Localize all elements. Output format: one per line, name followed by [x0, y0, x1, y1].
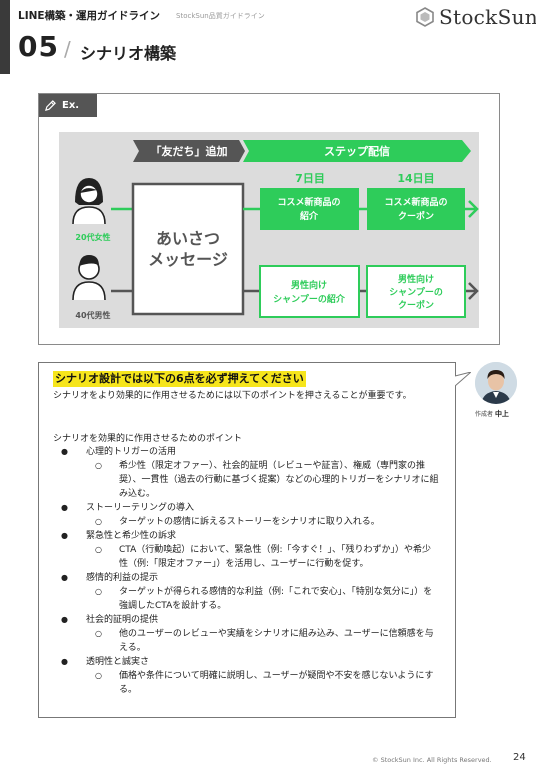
cosme-intro-line-2: 紹介: [300, 210, 319, 222]
section-title: シナリオ構築: [80, 44, 177, 63]
greeting-line-1: あいさつ: [156, 229, 220, 248]
point-item: ● 心理的トリガーの活用: [39, 445, 457, 459]
point-detail: ○ 希少性（限定オファー）、社会的証明（レビューや証言）、権威（専門家の推奨）、一…: [39, 459, 457, 501]
woman-label: 20代女性: [75, 232, 110, 242]
section-number: 05: [18, 30, 59, 63]
example-tag: Ex.: [39, 94, 97, 117]
bullet-hollow-icon: ○: [95, 671, 102, 680]
point-detail: ○ CTA（行動喚起）において、緊急性（例:「今すぐ！」、「残りわずか」）や希少性…: [39, 543, 457, 571]
point-item: ● 緊急性と希少性の訴求: [39, 529, 457, 543]
cosme-coupon-line-2: クーポン: [398, 210, 434, 222]
step-delivery-label: ステップ配信: [324, 144, 390, 158]
bullet-filled-icon: ●: [61, 573, 68, 582]
man-icon: [72, 255, 106, 301]
point-detail: ○ 価格や条件について明確に説明し、ユーザーが疑問や不安を感じないようにする。: [39, 669, 457, 697]
point-item: ● 透明性と誠実さ: [39, 655, 457, 669]
row2-arrow-icon: [468, 282, 479, 300]
bullet-hollow-icon: ○: [95, 629, 102, 638]
bullet-hollow-icon: ○: [95, 545, 102, 554]
author-caption: 作成者 中上: [475, 409, 525, 419]
point-title: 感情的利益の提示: [86, 573, 159, 583]
hexagon-logo-icon: [416, 7, 434, 27]
bullet-filled-icon: ●: [61, 503, 68, 512]
copyright: © StockSun Inc. All Rights Reserved.: [372, 756, 492, 764]
point-detail-text: 希少性（限定オファー）、社会的証明（レビューや証言）、権威（専門家の推奨）、一貫…: [119, 461, 439, 499]
cosme-intro-box: [260, 188, 359, 230]
day-7-label: 7日目: [295, 172, 325, 185]
day-14-label: 14日目: [397, 172, 434, 185]
greeting-message-box: [131, 182, 245, 316]
cosme-intro-line-1: コスメ新商品の: [277, 196, 340, 208]
page-number: 24: [513, 752, 526, 763]
point-detail-text: ターゲットの感情に訴えるストーリーをシナリオに取り入れる。: [119, 517, 380, 527]
document-subtitle: StockSun品質ガイドライン: [176, 12, 265, 20]
point-detail: ○ ターゲットが得られる感情的な利益（例:「これで安心」、「特別な気分に」）を強調…: [39, 585, 457, 613]
callout-heading: シナリオ設計では以下の6点を必ず押えてください: [53, 371, 306, 387]
author-prefix: 作成者: [475, 411, 494, 418]
bullet-filled-icon: ●: [61, 657, 68, 666]
point-detail-text: CTA（行動喚起）において、緊急性（例:「今すぐ！」、「残りわずか」）や希少性（…: [119, 545, 432, 569]
section-slash: /: [64, 37, 71, 61]
friend-add-banner: 「友だち」追加: [133, 140, 245, 162]
point-item: ● ストーリーテリングの導入: [39, 501, 457, 515]
point-title: 社会的証明の提供: [86, 615, 159, 625]
scenario-diagram: 「友だち」追加 ステップ配信 7日目 14日目 20代女性: [59, 132, 479, 328]
woman-icon: [72, 178, 106, 225]
author-avatar: [475, 362, 517, 404]
point-detail-text: 価格や条件について明確に説明し、ユーザーが疑問や不安を感じないようにする。: [119, 671, 434, 695]
point-detail-text: 他のユーザーのレビューや実績をシナリオに組み込み、ユーザーに信頼感を与える。: [119, 629, 434, 653]
shampoo-coupon-line-2: シャンプーの: [389, 286, 443, 298]
guideline-callout: シナリオ設計では以下の6点を必ず押えてください シナリオをより効果的に作用させる…: [38, 362, 456, 718]
bullet-hollow-icon: ○: [95, 587, 102, 596]
greeting-line-2: メッセージ: [148, 250, 228, 269]
shampoo-intro-box: [259, 265, 360, 318]
points-heading: シナリオを効果的に作用させるためのポイント: [53, 434, 243, 444]
example-panel: Ex. 「友だち」追加 ステップ配信 7日目 14日目 20代女性: [38, 93, 500, 345]
point-item: ● 社会的証明の提供: [39, 613, 457, 627]
header-accent-bar: [0, 0, 10, 74]
point-title: ストーリーテリングの導入: [86, 503, 195, 513]
pencil-icon: [45, 100, 56, 111]
friend-add-label: 「友だち」追加: [151, 144, 228, 158]
shampoo-coupon-line-1: 男性向け: [398, 273, 434, 285]
cosme-coupon-box: [367, 188, 465, 230]
bullet-hollow-icon: ○: [95, 461, 102, 470]
author-name: 中上: [494, 410, 509, 418]
shampoo-intro-line-1: 男性向け: [291, 279, 327, 291]
point-detail: ○ ターゲットの感情に訴えるストーリーをシナリオに取り入れる。: [39, 515, 457, 529]
point-detail: ○ 他のユーザーのレビューや実績をシナリオに組み込み、ユーザーに信頼感を与える。: [39, 627, 457, 655]
shampoo-coupon-box: [366, 265, 466, 318]
callout-intro: シナリオをより効果的に作用させるためには以下のポイントを押さえることが重要です。: [53, 391, 412, 401]
document-title: LINE構築・運用ガイドライン: [18, 10, 161, 22]
stocksun-logo: StockSun: [416, 5, 536, 29]
shampoo-coupon-line-3: クーポン: [398, 299, 434, 311]
bullet-filled-icon: ●: [61, 531, 68, 540]
point-detail-text: ターゲットが得られる感情的な利益（例:「これで安心」、「特別な気分に」）を強調し…: [119, 587, 433, 611]
point-item: ● 感情的利益の提示: [39, 571, 457, 585]
step-delivery-banner: ステップ配信: [243, 140, 471, 162]
cosme-coupon-line-1: コスメ新商品の: [384, 196, 447, 208]
man-label: 40代男性: [75, 310, 110, 320]
scenario-diagram-svg: 「友だち」追加 ステップ配信 7日目 14日目 20代女性: [72, 140, 479, 320]
point-title: 心理的トリガーの活用: [86, 447, 177, 457]
row1-arrow-icon: [468, 200, 479, 218]
callout-tail: [455, 372, 471, 387]
points-list: ● 心理的トリガーの活用 ○ 希少性（限定オファー）、社会的証明（レビューや証言）、権…: [39, 445, 457, 697]
point-title: 緊急性と希少性の訴求: [86, 531, 177, 541]
point-title: 透明性と誠実さ: [86, 657, 150, 667]
bullet-filled-icon: ●: [61, 447, 68, 456]
example-tag-label: Ex.: [62, 100, 80, 111]
bullet-filled-icon: ●: [61, 615, 68, 624]
bullet-hollow-icon: ○: [95, 517, 102, 526]
shampoo-intro-line-2: シャンプーの紹介: [273, 293, 346, 305]
logo-text: StockSun: [439, 5, 536, 29]
